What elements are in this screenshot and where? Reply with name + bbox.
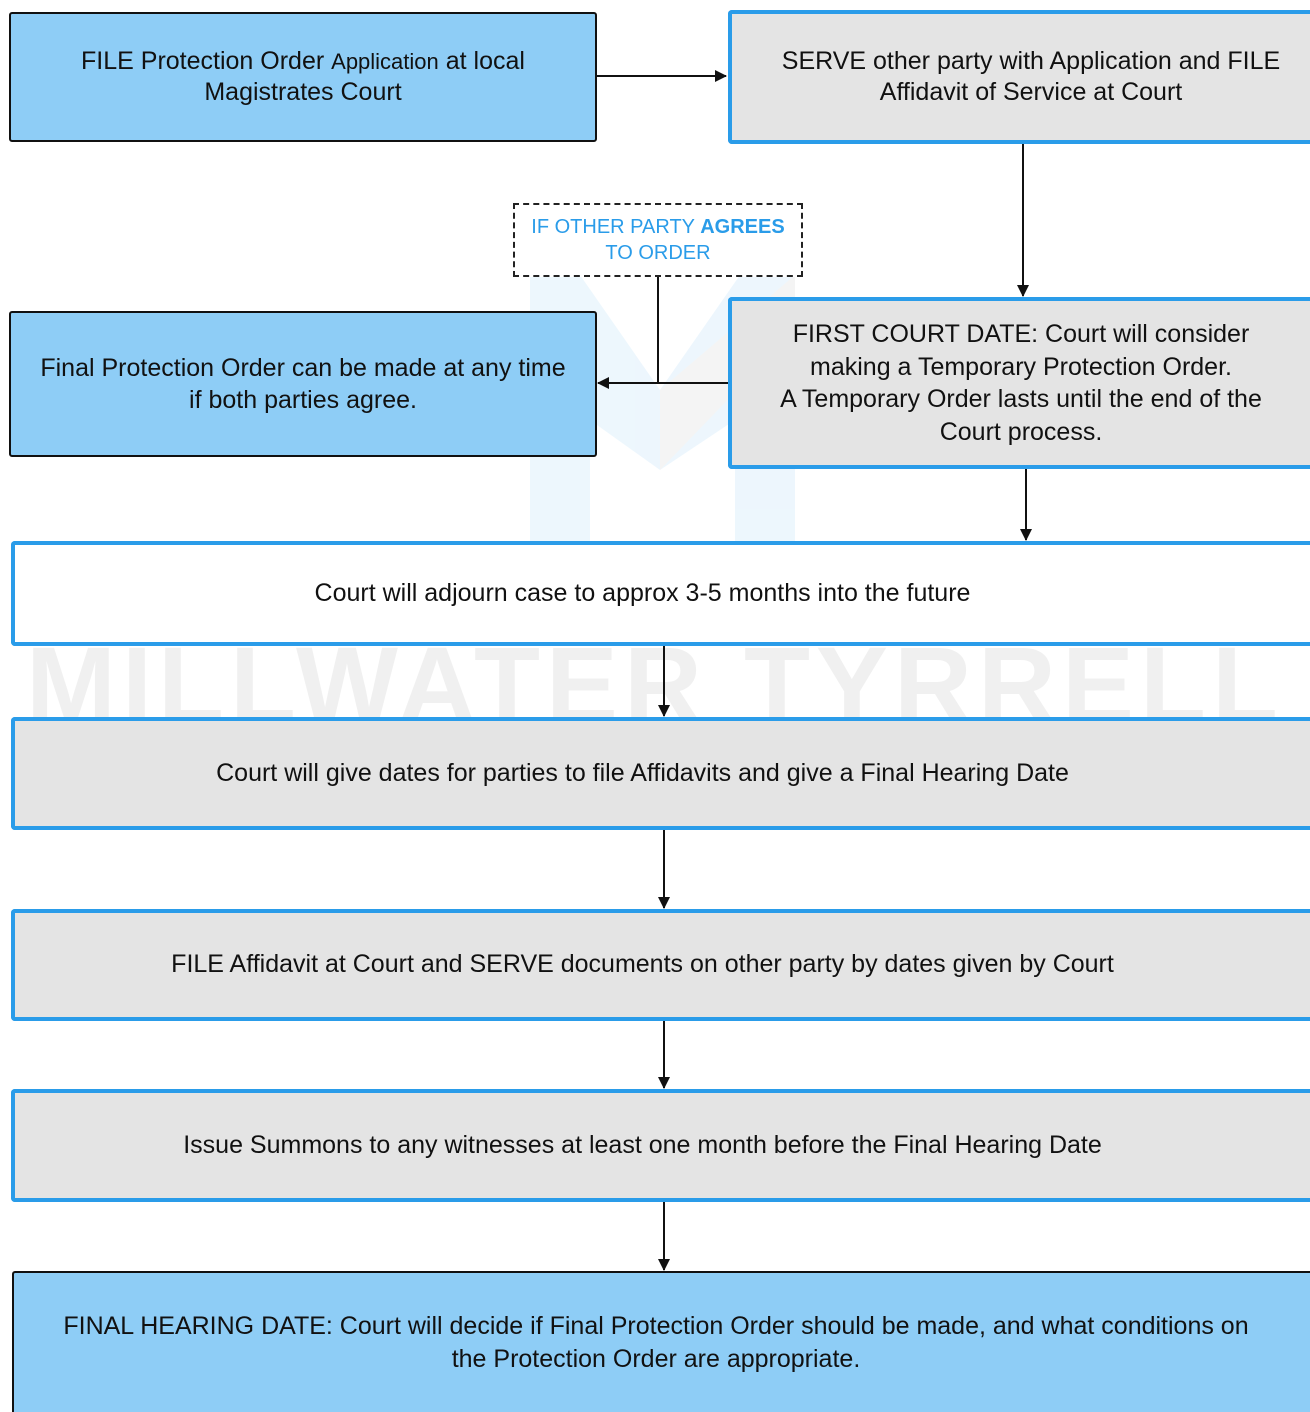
condition-label-agrees: IF OTHER PARTY AGREES TO ORDER <box>513 203 803 277</box>
final-agreement-line2: if both parties agree. <box>189 386 417 414</box>
step-file-application: FILE Protection Order Application at loc… <box>9 12 597 142</box>
step-issue-summons: Issue Summons to any witnesses at least … <box>11 1089 1310 1202</box>
first-court-line3: A Temporary Order lasts until the end of… <box>780 385 1262 413</box>
serve-text-line1: SERVE other party with Application and F… <box>781 46 1281 75</box>
step-final-hearing: FINAL HEARING DATE: Court will decide if… <box>12 1271 1310 1412</box>
final-hearing-line1: FINAL HEARING DATE: Court will decide if… <box>63 1312 1249 1340</box>
step-give-dates: Court will give dates for parties to fil… <box>11 717 1310 830</box>
step-adjourn: Court will adjourn case to approx 3-5 mo… <box>11 541 1310 646</box>
first-court-line4: Court process. <box>939 417 1103 446</box>
final-agreement-line1: Final Protection Order can be made at an… <box>40 353 566 382</box>
adjourn-text: Court will adjourn case to approx 3-5 mo… <box>314 578 971 607</box>
first-court-line2: making a Temporary Protection Order. <box>810 352 1232 381</box>
file-affidavit-text: FILE Affidavit at Court and SERVE docume… <box>171 950 1114 979</box>
final-hearing-line2: the Protection Order are appropriate. <box>451 1344 861 1373</box>
file-application-text-4: Magistrates Court <box>204 78 402 106</box>
serve-text-line2: Affidavit of Service at Court <box>879 78 1183 106</box>
first-court-line1: FIRST COURT DATE: Court will consider <box>792 320 1250 348</box>
give-dates-text: Court will give dates for parties to fil… <box>216 758 1069 787</box>
step-serve-other-party: SERVE other party with Application and F… <box>728 10 1310 144</box>
file-application-text-2: Application <box>331 48 439 74</box>
issue-summons-text: Issue Summons to any witnesses at least … <box>183 1130 1102 1159</box>
condition-text-prefix: IF OTHER PARTY <box>531 216 701 238</box>
file-application-text-3: at local <box>445 46 525 75</box>
step-first-court-date: FIRST COURT DATE: Court will consider ma… <box>728 297 1310 469</box>
step-final-order-by-agreement: Final Protection Order can be made at an… <box>9 311 597 457</box>
condition-text-bold: AGREES <box>700 216 785 238</box>
condition-text-line2: TO ORDER <box>605 242 711 264</box>
file-application-text-1: FILE Protection Order <box>81 46 325 75</box>
step-file-affidavit: FILE Affidavit at Court and SERVE docume… <box>11 909 1310 1021</box>
